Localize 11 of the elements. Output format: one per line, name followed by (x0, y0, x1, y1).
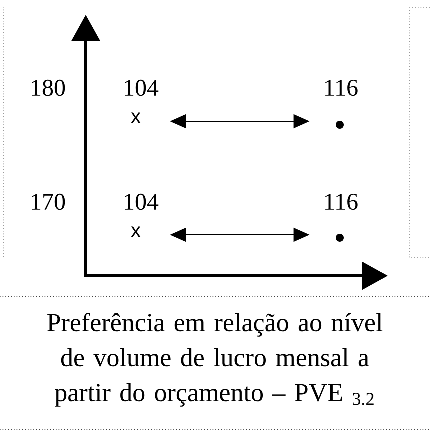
value-label: 104 (125, 80, 159, 96)
value-label: 116 (326, 80, 358, 96)
value-label: 170 (32, 194, 66, 210)
dot (336, 234, 344, 242)
value-label: 116 (326, 194, 358, 210)
value-label: 180 (32, 80, 66, 96)
value-label: 104 (125, 194, 159, 210)
x-mark: x (131, 226, 141, 238)
caption: Preferência em relação ao nível de volume de lucro mensal a partir do orçamento – PVE $_{3.2}$ (48, 313, 383, 407)
dot (336, 121, 344, 129)
x-mark: x (131, 112, 141, 124)
